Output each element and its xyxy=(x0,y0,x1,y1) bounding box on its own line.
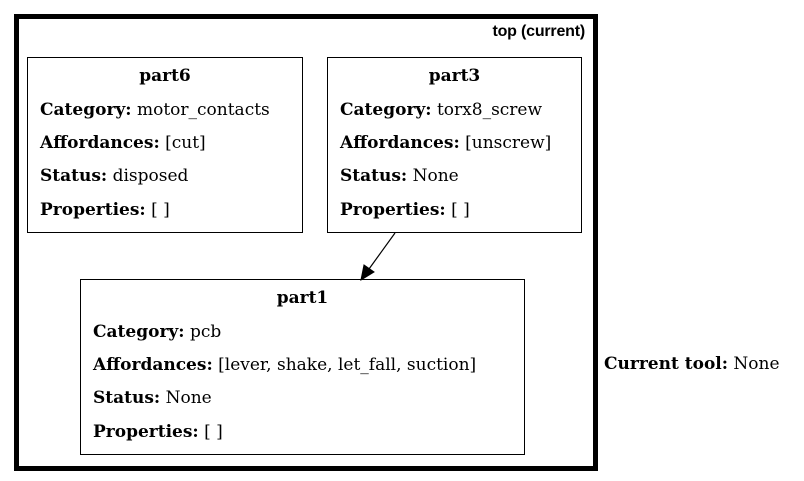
cluster-title: top (current) xyxy=(492,23,585,40)
affordances-row: Affordances: [unscrew] xyxy=(340,133,551,153)
properties-label: Properties: xyxy=(340,200,446,220)
current-tool-value: None xyxy=(733,354,780,374)
status-label: Status: xyxy=(40,166,108,186)
cluster-top: top (current) xyxy=(14,14,598,471)
node-part3: part3 Category: torx8_screw Affordances:… xyxy=(327,57,582,233)
properties-row: Properties: [ ] xyxy=(93,422,223,442)
category-label: Category: xyxy=(93,322,185,342)
category-value: motor_contacts xyxy=(136,100,270,120)
affordances-value: [cut] xyxy=(165,133,206,153)
affordances-label: Affordances: xyxy=(40,133,160,153)
affordances-row: Affordances: [cut] xyxy=(40,133,206,153)
category-row: Category: motor_contacts xyxy=(40,100,270,120)
properties-row: Properties: [ ] xyxy=(340,200,470,220)
current-tool: Current tool: None xyxy=(604,354,780,374)
status-label: Status: xyxy=(93,388,161,408)
node-part1: part1 Category: pcb Affordances: [lever,… xyxy=(80,279,525,455)
affordances-label: Affordances: xyxy=(93,355,213,375)
category-row: Category: pcb xyxy=(93,322,221,342)
node-title: part6 xyxy=(139,66,191,86)
category-row: Category: torx8_screw xyxy=(340,100,542,120)
affordances-value: [lever, shake, let_fall, suction] xyxy=(218,355,477,375)
properties-value: [ ] xyxy=(451,200,470,220)
status-label: Status: xyxy=(340,166,408,186)
affordances-label: Affordances: xyxy=(340,133,460,153)
status-row: Status: None xyxy=(93,388,212,408)
properties-row: Properties: [ ] xyxy=(40,200,170,220)
category-label: Category: xyxy=(40,100,132,120)
node-title: part1 xyxy=(276,288,329,308)
category-value: torx8_screw xyxy=(436,100,543,120)
status-value: None xyxy=(412,166,459,186)
status-row: Status: disposed xyxy=(40,166,188,186)
current-tool-label: Current tool: xyxy=(604,354,729,374)
properties-label: Properties: xyxy=(93,422,199,442)
node-part6: part6 Category: motor_contacts Affordanc… xyxy=(27,57,303,233)
status-row: Status: None xyxy=(340,166,459,186)
properties-label: Properties: xyxy=(40,200,146,220)
node-title: part3 xyxy=(428,66,481,86)
affordances-row: Affordances: [lever, shake, let_fall, su… xyxy=(93,355,476,375)
category-label: Category: xyxy=(340,100,432,120)
properties-value: [ ] xyxy=(204,422,223,442)
affordances-value: [unscrew] xyxy=(465,133,552,153)
status-value: disposed xyxy=(112,166,189,186)
status-value: None xyxy=(165,388,212,408)
properties-value: [ ] xyxy=(151,200,170,220)
category-value: pcb xyxy=(189,322,222,342)
